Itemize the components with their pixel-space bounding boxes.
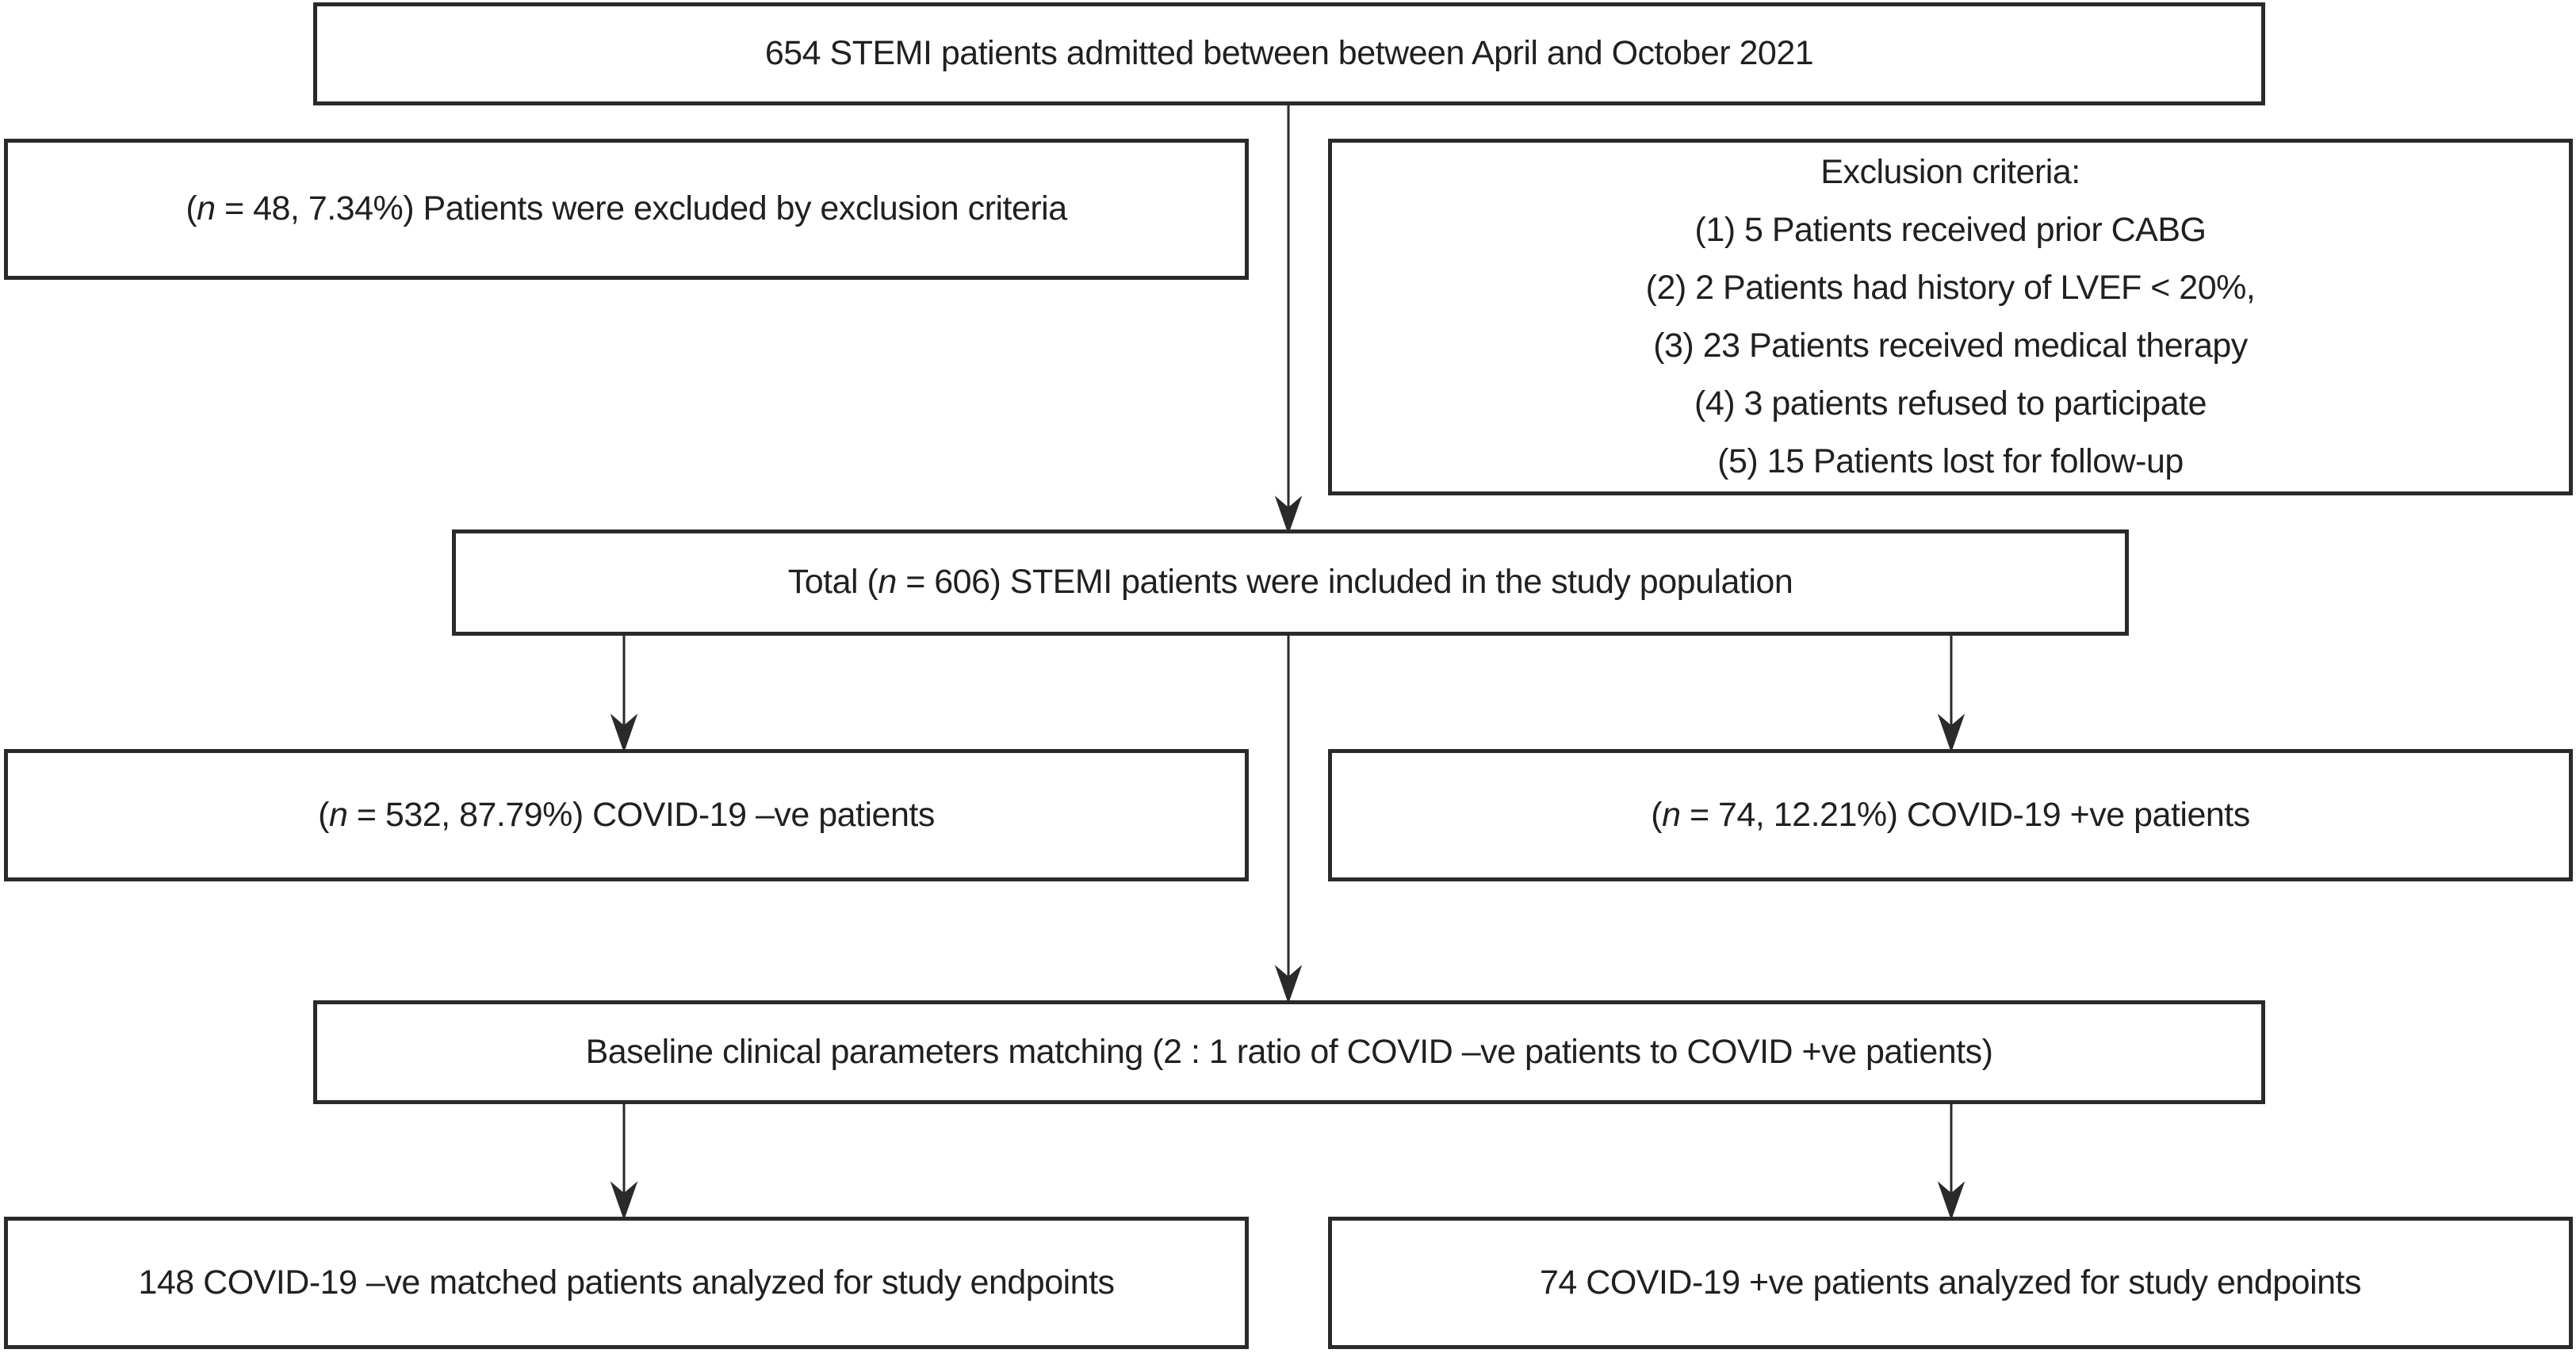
n-variable: n: [878, 563, 897, 602]
box-positive-endpoints: 74 COVID-19 +ve patients analyzed for st…: [1328, 1217, 2573, 1349]
arrow-total-to-covid-neg: [610, 634, 638, 753]
total-included-label: Total (n = 606) STEMI patients were incl…: [787, 563, 1793, 602]
arrow-total-to-matching: [1274, 634, 1303, 1004]
arrow-total-to-covid-pos: [1937, 634, 1965, 753]
box-total-included: Total (n = 606) STEMI patients were incl…: [452, 529, 2129, 636]
exclusion-criteria-item-3: (3) 23 Patients received medical therapy: [1653, 327, 2248, 365]
exclusion-criteria-heading: Exclusion criteria:: [1820, 153, 2080, 191]
box-covid-negative: (n = 532, 87.79%) COVID-19 –ve patients: [4, 749, 1249, 881]
baseline-matching-label: Baseline clinical parameters matching (2…: [585, 1032, 1993, 1071]
exclusion-criteria-item-5: (5) 15 Patients lost for follow-up: [1717, 442, 2184, 480]
admitted-patients-label: 654 STEMI patients admitted between betw…: [764, 34, 1814, 73]
excluded-patients-label: (n = 48, 7.34%) Patients were excluded b…: [186, 189, 1067, 228]
positive-endpoints-label: 74 COVID-19 +ve patients analyzed for st…: [1540, 1263, 2362, 1302]
negative-endpoints-label: 148 COVID-19 –ve matched patients analyz…: [138, 1263, 1115, 1302]
exclusion-criteria-item-2: (2) 2 Patients had history of LVEF < 20%…: [1645, 269, 2256, 307]
n-variable: n: [197, 189, 216, 228]
box-exclusion-criteria: Exclusion criteria: (1) 5 Patients recei…: [1328, 139, 2573, 495]
arrow-matching-to-neg-end: [610, 1104, 638, 1221]
box-negative-endpoints: 148 COVID-19 –ve matched patients analyz…: [4, 1217, 1249, 1349]
covid-negative-label: (n = 532, 87.79%) COVID-19 –ve patients: [318, 795, 935, 834]
covid-positive-label: (n = 74, 12.21%) COVID-19 +ve patients: [1651, 795, 2250, 834]
box-admitted-patients: 654 STEMI patients admitted between betw…: [313, 2, 2265, 105]
arrow-matching-to-pos-end: [1937, 1104, 1965, 1221]
exclusion-criteria-item-1: (1) 5 Patients received prior CABG: [1694, 211, 2207, 249]
n-variable: n: [1662, 795, 1681, 834]
exclusion-criteria-item-4: (4) 3 patients refused to participate: [1694, 384, 2207, 422]
box-covid-positive: (n = 74, 12.21%) COVID-19 +ve patients: [1328, 749, 2573, 881]
n-variable: n: [329, 795, 348, 834]
box-excluded-patients: (n = 48, 7.34%) Patients were excluded b…: [4, 139, 1249, 280]
arrow-top-to-total: [1274, 105, 1303, 535]
box-baseline-matching: Baseline clinical parameters matching (2…: [313, 1000, 2265, 1104]
